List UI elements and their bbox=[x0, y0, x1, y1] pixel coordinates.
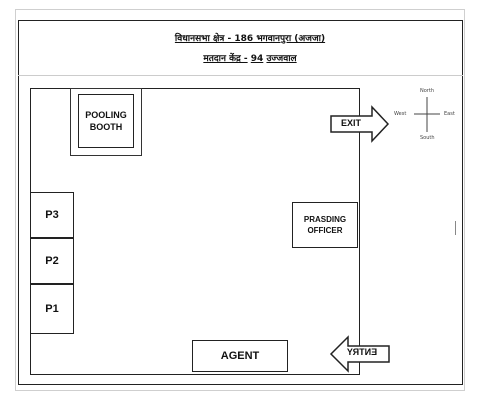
entry-arrow bbox=[329, 335, 390, 373]
exit-arrow bbox=[330, 105, 390, 143]
compass-west: West bbox=[394, 111, 407, 117]
compass-rose: North South West East bbox=[392, 86, 462, 146]
polling-officer-p1: P1 bbox=[30, 284, 74, 334]
diagram-subtitle: मतदान केंद्र - 94 उज्जवाल bbox=[0, 51, 480, 64]
text-cursor bbox=[455, 221, 456, 235]
agent-desk: AGENT bbox=[192, 340, 288, 372]
polling-officer-p2: P2 bbox=[30, 238, 74, 284]
officer-label-line2: OFFICER bbox=[307, 226, 343, 235]
p3-label: P3 bbox=[45, 209, 59, 221]
subtitle-place: उज्जवाल bbox=[266, 54, 297, 64]
header-divider bbox=[18, 75, 463, 76]
booth-label-line1: POOLING bbox=[85, 110, 127, 120]
agent-label: AGENT bbox=[220, 350, 260, 362]
booth-label-line2: BOOTH bbox=[89, 122, 123, 132]
presiding-officer-desk: PRASDING OFFICER bbox=[292, 202, 358, 248]
compass-north: North bbox=[420, 88, 434, 94]
compass-cross bbox=[414, 97, 440, 132]
compass-south: South bbox=[420, 135, 435, 141]
diagram-title: विधानसभा क्षेत्र - 186 भगवानपुरा (अजजा) bbox=[174, 34, 326, 44]
entry-label: ENTRY bbox=[346, 347, 378, 357]
document-page bbox=[15, 9, 465, 391]
polling-officer-p3: P3 bbox=[30, 192, 74, 238]
p2-label: P2 bbox=[45, 255, 59, 267]
exit-label: EXIT bbox=[340, 118, 361, 128]
subtitle-number: 94 bbox=[250, 54, 264, 64]
diagram-frame bbox=[18, 20, 463, 385]
subtitle-prefix: मतदान केंद्र - bbox=[203, 54, 248, 64]
compass-east: East bbox=[444, 111, 455, 117]
p1-label: P1 bbox=[45, 303, 59, 315]
officer-label-line1: PRASDING bbox=[303, 215, 347, 224]
polling-booth: POOLING BOOTH bbox=[78, 94, 134, 148]
